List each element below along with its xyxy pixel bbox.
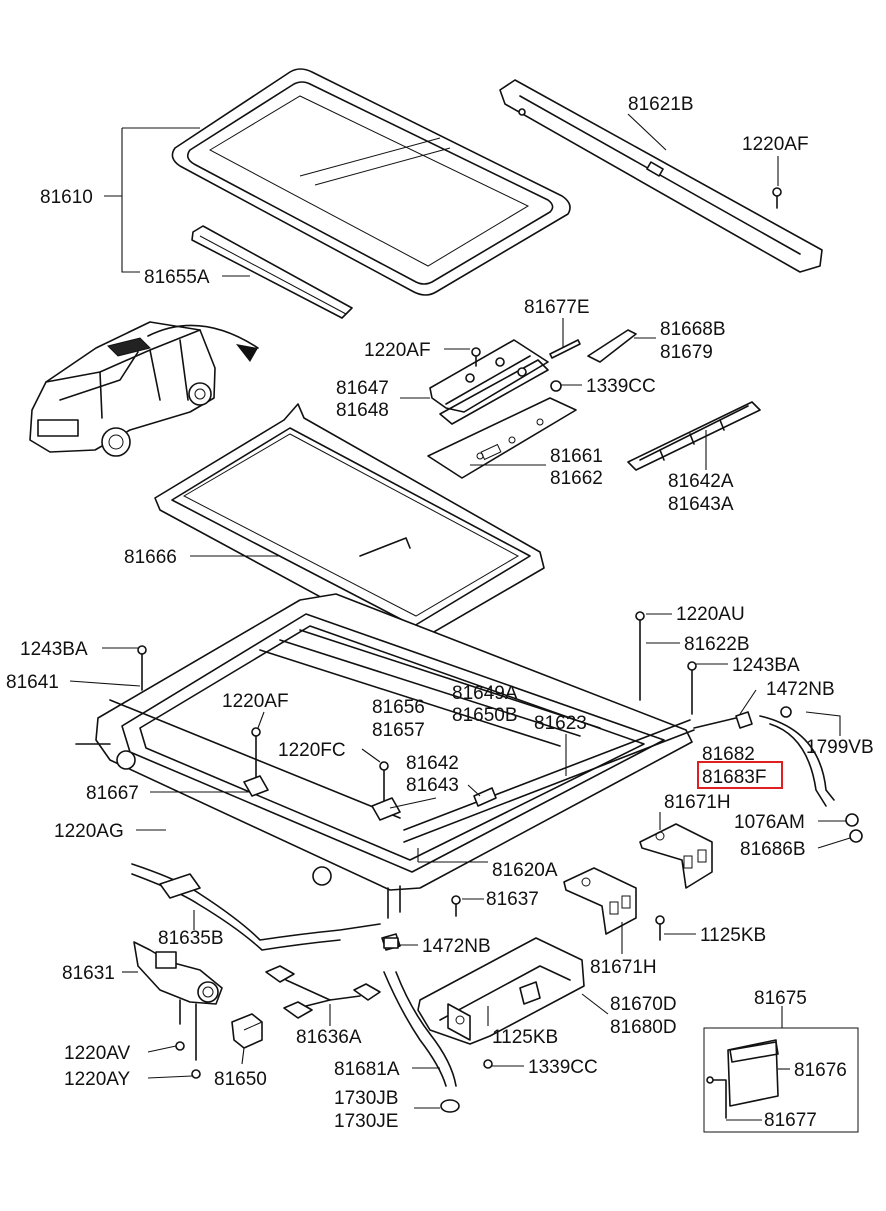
mechanism-bracket [429,339,549,425]
label-1339CC-top: 1339CC [586,376,656,397]
label-1472NB-top: 1472NB [766,679,835,700]
label-1730JE: 1730JE [334,1111,398,1132]
highlight-box [697,761,783,789]
kit-box-81675 [703,1027,859,1133]
leader-lines [69,113,851,1121]
label-81622B: 81622B [684,634,750,655]
label-81677: 81677 [764,1110,817,1131]
label-1243BA-left: 1243BA [20,639,88,660]
label-1220AV: 1220AV [64,1043,131,1064]
bolt-81637 [451,895,461,917]
label-81683F: 81683F [702,767,766,788]
label-81649A: 81649A [452,683,518,704]
label-81643: 81643 [406,775,459,796]
label-1339CC-low: 1339CC [528,1057,598,1078]
motor-bracket [417,937,585,1069]
sunshade-frame [154,403,545,641]
label-1125KB-low: 1125KB [492,1027,558,1048]
label-81670D: 81670D [610,994,677,1015]
wiring-harness [265,965,381,1019]
front-rail [499,79,823,273]
sunroof-glass-panel [171,68,571,296]
label-81636A: 81636A [296,1027,362,1048]
nut-1472NB-lower [383,937,399,949]
label-81680D: 81680D [610,1017,677,1038]
label-81648: 81648 [336,400,389,421]
car-illustration [29,321,259,457]
label-1220AG: 1220AG [54,821,124,842]
label-81676: 81676 [794,1060,847,1081]
part-labels: 81621B 1220AF 81610 81655A 81677E 81668B… [6,94,874,1132]
label-81650: 81650 [214,1069,267,1090]
label-81662: 81662 [550,468,603,489]
label-81677E: 81677E [524,297,590,318]
frame-bolts [137,611,697,821]
label-81661: 81661 [550,446,603,467]
label-81686B: 81686B [740,839,806,860]
label-81666: 81666 [124,547,177,568]
label-81642A: 81642A [668,471,734,492]
label-81647: 81647 [336,378,389,399]
bolt-1125KB-right [655,915,665,941]
label-81641: 81641 [6,672,59,693]
label-81681A: 81681A [334,1059,400,1080]
label-81679: 81679 [660,342,713,363]
label-81668B: 81668B [660,319,726,340]
side-guide-rail [627,401,761,471]
label-1243BA-right: 1243BA [732,655,800,676]
label-1799VB: 1799VB [806,737,874,758]
label-81610: 81610 [40,187,93,208]
label-81650B: 81650B [452,705,518,726]
mounting-bracket-right [639,823,713,889]
label-81682: 81682 [702,744,755,765]
label-81667: 81667 [86,783,139,804]
label-81656: 81656 [372,697,425,718]
label-81635B: 81635B [158,928,224,949]
label-81621B: 81621B [628,94,694,115]
label-81623: 81623 [534,713,587,734]
guide-plate [427,397,577,479]
label-1472NB-low: 1472NB [422,936,491,957]
label-81675: 81675 [754,988,807,1009]
label-81620A: 81620A [492,860,558,881]
mounting-bracket-left [563,867,637,935]
label-1220AF-mid: 1220AF [364,340,431,361]
drain-hose-right [693,706,863,843]
label-1220AF-top: 1220AF [742,134,809,155]
label-1076AM: 1076AM [734,812,805,833]
label-1125KB-right: 1125KB [700,925,766,946]
sunroof-switch [231,1013,263,1049]
label-81655A: 81655A [144,267,210,288]
label-81631: 81631 [62,963,115,984]
sunroof-main-frame [75,593,695,919]
link-parts [549,329,637,392]
label-81643A: 81643A [668,494,734,515]
label-81657: 81657 [372,720,425,741]
drain-hose-left [383,971,460,1113]
label-1220AF-low: 1220AF [222,691,289,712]
label-1220AY: 1220AY [64,1069,131,1090]
label-1220AU: 1220AU [676,604,745,625]
deflector-strip [191,225,353,319]
label-1730JB: 1730JB [334,1088,398,1109]
label-81637: 81637 [486,889,539,910]
label-81671H-top: 81671H [664,792,731,813]
label-1220FC: 1220FC [278,740,346,761]
label-81671H-low: 81671H [590,957,657,978]
label-81642: 81642 [406,753,459,774]
sunroof-motor [133,941,223,1079]
